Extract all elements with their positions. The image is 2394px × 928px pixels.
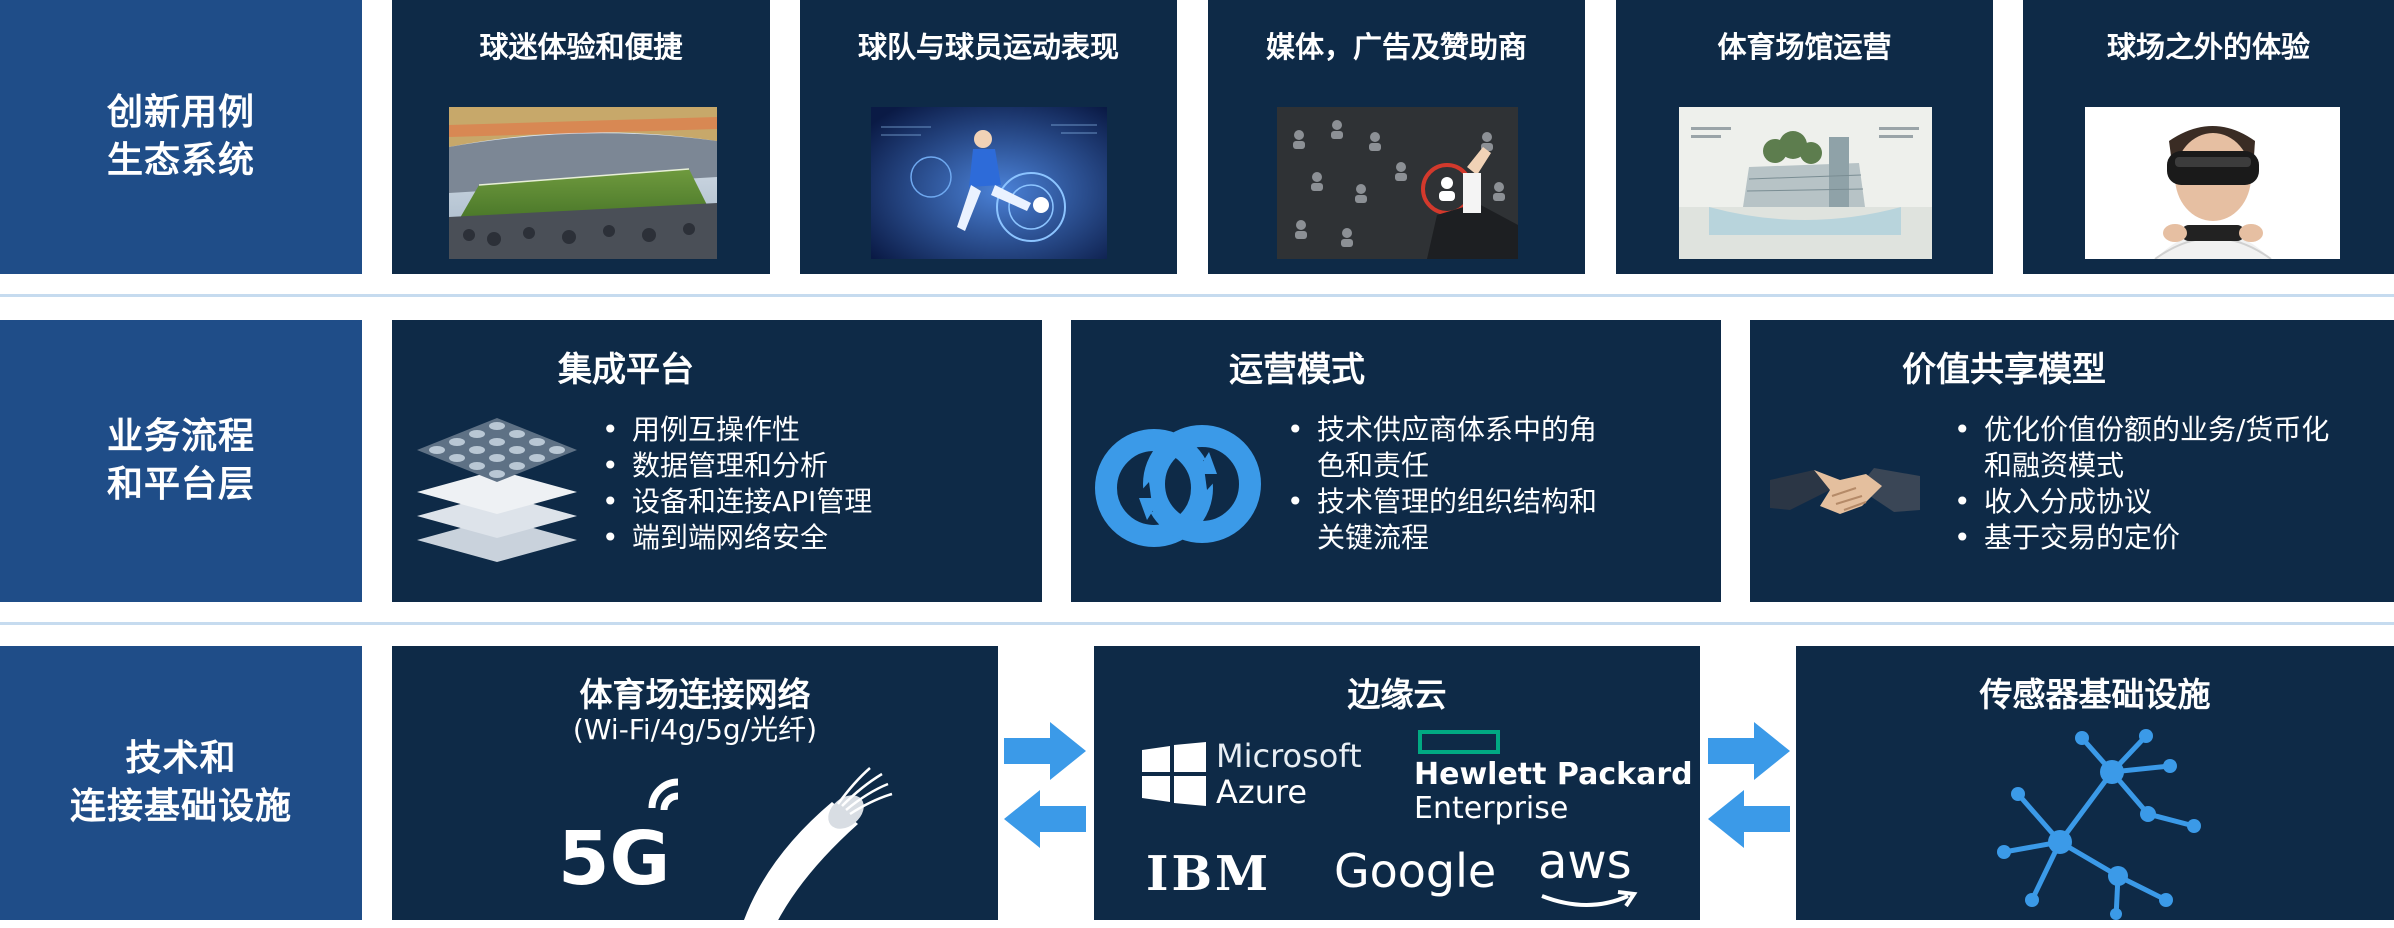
row1-label-box: 创新用例 生态系统 (0, 0, 362, 274)
operating-model-panel: 运营模式 技术供应商体系中的角色和责任 技术管理的组织结构和关键流程 (1071, 320, 1721, 602)
layered-platform-icon (412, 410, 582, 570)
panel-title: 运营模式 (1229, 350, 1365, 390)
arrow-right-1 (1004, 722, 1086, 780)
bullet-list: 技术供应商体系中的角色和责任 技术管理的组织结构和关键流程 (1283, 412, 1605, 556)
google-logo: Google (1334, 844, 1497, 898)
aws-logo: aws (1538, 834, 1632, 890)
tile-title: 媒体，广告及赞助商 (1265, 30, 1527, 64)
bullet-list: 用例互操作性 数据管理和分析 设备和连接API管理 端到端网络安全 (598, 412, 1018, 556)
panel-title: 体育场连接网络 (579, 675, 811, 714)
sync-cycle-icon (1089, 412, 1267, 560)
handshake-icon (1770, 440, 1920, 540)
row-divider-1 (0, 294, 2394, 297)
row1-label: 创新用例 生态系统 (106, 92, 255, 181)
arrow-left-2 (1708, 790, 1790, 848)
tile-title: 体育场馆运营 (1717, 30, 1892, 64)
integration-platform-panel: 集成平台 用例互操作性 数据管理和分析 设备和连接API管理 端到端网络安全 (392, 320, 1042, 602)
usecase-tile-fan[interactable]: 球迷体验和便捷 (392, 0, 770, 274)
microsoft-azure-logo: Microsoft Azure (1216, 737, 1362, 811)
row3-label: 技术和 连接基础设施 (69, 738, 292, 827)
aws-smile-icon (1538, 890, 1638, 912)
row2-label-box: 业务流程 和平台层 (0, 320, 362, 602)
value-share-panel: 价值共享模型 优化价值份额的业务/货币化和融资模式 收入分成协议 基于交易的定价 (1750, 320, 2394, 602)
panel-title: 价值共享模型 (1902, 350, 2106, 390)
wireless-signal-icon (646, 778, 706, 838)
row3-label-box: 技术和 连接基础设施 (0, 646, 362, 920)
tile-title: 球场之外的体验 (2106, 30, 2310, 64)
row2-label: 业务流程 和平台层 (106, 416, 255, 505)
arrow-right-2 (1708, 722, 1790, 780)
panel-title: 传感器基础设施 (1979, 675, 2211, 714)
bullet-item: 技术管理的组织结构和关键流程 (1283, 484, 1605, 556)
panel-title: 边缘云 (1347, 675, 1447, 714)
edge-cloud-panel: 边缘云 Microsoft Azure Hewlett Packard Ente… (1094, 646, 1700, 920)
stadium-network-panel: 体育场连接网络 (Wi-Fi/4g/5g/光纤) 5G (392, 646, 998, 924)
bullet-item: 数据管理和分析 (598, 448, 1018, 484)
bullet-item: 端到端网络安全 (598, 520, 1018, 556)
row-divider-2 (0, 622, 2394, 625)
soccer-player-image (871, 107, 1107, 259)
bullet-item: 技术供应商体系中的角色和责任 (1283, 412, 1605, 484)
usecase-tile-media[interactable]: 媒体，广告及赞助商 (1208, 0, 1585, 274)
network-people-image (1277, 107, 1518, 259)
arrow-left-1 (1004, 790, 1086, 848)
venue-building-image (1679, 107, 1932, 259)
vr-user-image (2085, 107, 2340, 259)
bullet-item: 收入分成协议 (1950, 484, 2340, 520)
fiber-cable-icon (732, 764, 902, 924)
bullet-item: 设备和连接API管理 (598, 484, 1018, 520)
usecase-tile-beyond[interactable]: 球场之外的体验 (2023, 0, 2394, 274)
hpe-bar-icon (1418, 730, 1500, 754)
usecase-tile-team[interactable]: 球队与球员运动表现 (800, 0, 1177, 274)
hpe-logo: Hewlett Packard Enterprise (1414, 757, 1693, 826)
panel-title: 集成平台 (558, 350, 694, 390)
5g-badge: 5G (558, 816, 671, 902)
tile-title: 球队与球员运动表现 (857, 30, 1119, 64)
ibm-logo: IBM (1146, 846, 1272, 902)
usecase-tile-venue[interactable]: 体育场馆运营 (1616, 0, 1993, 274)
stadium-image (449, 107, 717, 259)
bullet-item: 基于交易的定价 (1950, 520, 2340, 556)
bullet-item: 用例互操作性 (598, 412, 1018, 448)
bullet-list: 优化价值份额的业务/货币化和融资模式 收入分成协议 基于交易的定价 (1950, 412, 2340, 556)
sensor-infrastructure-panel: 传感器基础设施 (1796, 646, 2394, 920)
tile-title: 球迷体验和便捷 (479, 30, 683, 64)
bullet-item: 优化价值份额的业务/货币化和融资模式 (1950, 412, 2340, 484)
panel-subtitle: (Wi-Fi/4g/5g/光纤) (572, 713, 818, 746)
windows-logo-icon (1142, 742, 1206, 806)
sensor-network-icon (1996, 722, 2216, 920)
